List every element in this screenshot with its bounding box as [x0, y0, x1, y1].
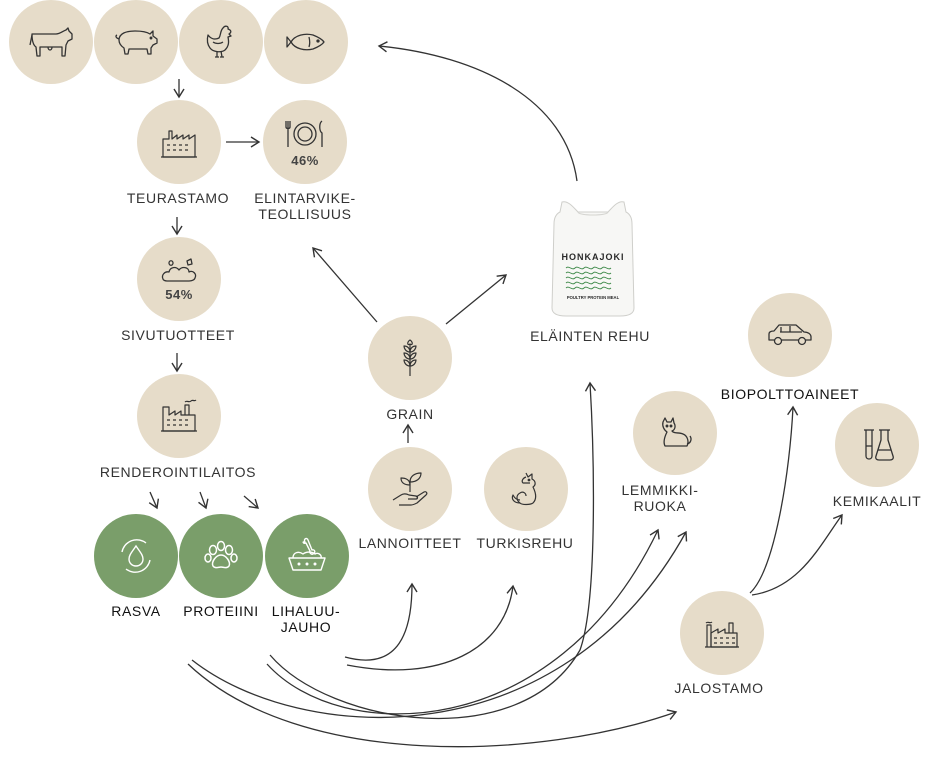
- factory-icon: [161, 130, 197, 158]
- fat-drop-icon: [121, 539, 151, 573]
- lemmikkiruoka-node: [633, 391, 717, 475]
- teurastamo-node: [137, 100, 221, 184]
- label-proteiini: PROTEIINI: [183, 603, 259, 619]
- label-elintarvike: ELINTARVIKE- TEOLLISUUS: [254, 190, 356, 222]
- arrow-renderointi-lihaluujauho: [243, 495, 260, 509]
- fox-icon: [511, 472, 537, 506]
- arrow-jalostamo-biopolttoaineet: [749, 405, 799, 594]
- label-jalostamo: JALOSTAMO: [674, 680, 764, 696]
- bowl-bone-icon: [288, 537, 326, 571]
- label-lannoitteet: LANNOITTEET: [358, 535, 462, 551]
- car-icon: [768, 324, 812, 346]
- arrow-renderointi-proteiini: [198, 491, 209, 510]
- label-kemikaalit: KEMIKAALIT: [832, 493, 922, 509]
- pct-sivutuotteet: 54%: [165, 286, 193, 302]
- label-rasva: RASVA: [111, 603, 161, 619]
- arrow-grain-elainten-rehu: [445, 274, 508, 325]
- cow-node: [9, 0, 93, 84]
- sivutuotteet-node: 54%: [137, 237, 221, 321]
- label-grain: GRAIN: [386, 406, 434, 422]
- jalostamo-node: [680, 591, 764, 675]
- cow-icon: [29, 27, 73, 57]
- arrow-lihaluu-elainten-rehu: [269, 381, 597, 720]
- label-teurastamo: TEURASTAMO: [126, 190, 230, 206]
- plant-hand-icon: [392, 472, 428, 506]
- fish-node: [264, 0, 348, 84]
- arrow-rasva-lemmikki: [191, 530, 688, 718]
- rendering-plant-icon: [161, 399, 197, 432]
- arrow-grain-elintarvike: [312, 247, 378, 323]
- biopolttoaineet-node: [748, 293, 832, 377]
- fish-icon: [286, 33, 325, 51]
- label-elainten-rehu: ELÄINTEN REHU: [530, 328, 650, 344]
- chicken-node: [179, 0, 263, 84]
- paw-icon: [204, 540, 238, 569]
- plate-cutlery-icon: [285, 119, 323, 147]
- label-sivutuotteet: SIVUTUOTTEET: [121, 327, 235, 343]
- pct-elintarvike: 46%: [291, 152, 319, 168]
- label-turkisrehu: TURKISREHU: [476, 535, 574, 551]
- arrow-renderointi-rasva: [148, 491, 160, 510]
- elintarvike-node: 46%: [263, 100, 347, 184]
- refinery-icon: [705, 621, 739, 648]
- proteiini-node: [179, 514, 263, 598]
- arrow-proteiini-lemmikki: [266, 528, 660, 715]
- pig-node: [94, 0, 178, 84]
- rasva-node: [94, 514, 178, 598]
- label-renderointilaitos: RENDEROINTILAITOS: [99, 464, 257, 480]
- arrow-jalostamo-kemikaalit: [751, 513, 843, 596]
- arrow-lihaluu-lannoitteet: [344, 582, 418, 661]
- meat-scraps-icon: [161, 257, 197, 282]
- cat-icon: [662, 417, 692, 447]
- arrow-elainten-rehu-animals: [377, 41, 578, 182]
- label-biopolttoaineet: BIOPOLTTOAINEET: [720, 386, 860, 402]
- renderointilaitos-node: [137, 374, 221, 458]
- bag-brand: HONKAJOKI: [561, 252, 624, 262]
- arrow-rasva-jalostamo: [187, 663, 678, 748]
- lihaluujauho-node: [265, 514, 349, 598]
- turkisrehu-node: [484, 447, 568, 531]
- label-lihaluujauho: LIHALUU- JAUHO: [271, 603, 341, 635]
- flasks-icon: [864, 429, 894, 461]
- chicken-icon: [206, 25, 232, 58]
- kemikaalit-node: [835, 403, 919, 487]
- pig-icon: [115, 30, 158, 55]
- grain-node: [368, 316, 452, 400]
- label-lemmikkiruoka: LEMMIKKI- RUOKA: [621, 482, 699, 514]
- arrow-lihaluu-turkisrehu: [346, 584, 518, 671]
- wheat-icon: [403, 339, 417, 376]
- feed-bag-image: HONKAJOKI POULTRY PROTEIN MEAL: [551, 201, 635, 317]
- bag-product: POULTRY PROTEIN MEAL: [567, 295, 620, 300]
- lannoitteet-node: [368, 447, 452, 531]
